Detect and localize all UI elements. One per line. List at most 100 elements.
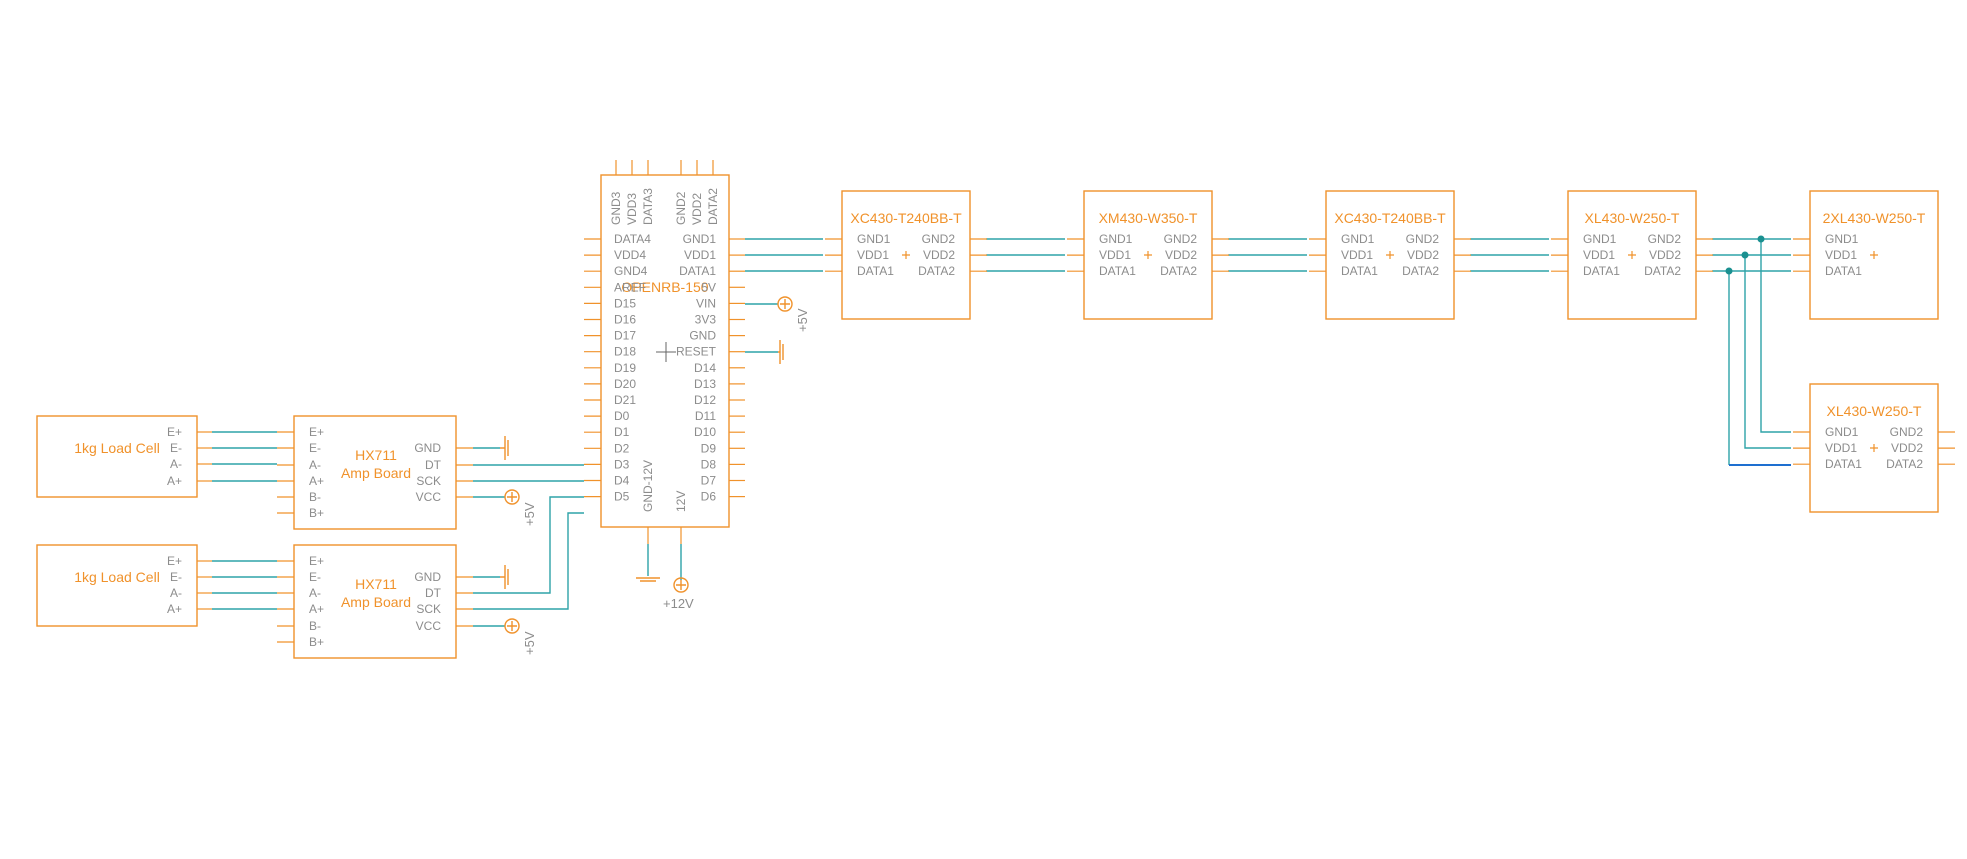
hx711-subtitle: Amp Board — [341, 465, 411, 481]
pin-label: VDD2 — [690, 193, 704, 225]
pin-label: VDD1 — [1099, 248, 1131, 262]
pin-label: DATA4 — [614, 232, 651, 246]
hx711-subtitle: Amp Board — [341, 594, 411, 610]
pin-label: D4 — [614, 474, 630, 488]
load-cell-1[interactable]: 1kg Load Cell E+ E- A- A+ — [36, 415, 212, 498]
pin-label: DT — [425, 458, 442, 472]
pin-label: E+ — [309, 425, 324, 439]
pin-label: VDD3 — [625, 193, 639, 225]
pin-label: A+ — [309, 602, 324, 616]
pin-label: DATA1 — [857, 264, 894, 278]
pin-label: GND2 — [922, 232, 956, 246]
pin-label: VCC — [416, 619, 442, 633]
pin-label: A- — [170, 586, 182, 600]
openrb-150-board[interactable]: OPENRB-150 GND3 VDD3 DATA3 GND2 VDD2 DAT… — [584, 160, 745, 544]
pin-label: SCK — [416, 602, 441, 616]
wire-hx2-dt-d4[interactable] — [473, 496, 584, 594]
pin-label: D18 — [614, 345, 636, 359]
load-cell-title: 1kg Load Cell — [74, 569, 160, 585]
pin-label: D6 — [701, 490, 717, 504]
pin-label: D12 — [694, 393, 716, 407]
pin-label: VDD4 — [614, 248, 646, 262]
pin-label: DATA2 — [1886, 457, 1923, 471]
pin-label: DATA2 — [918, 264, 955, 278]
servo-title: XC430-T240BB-T — [850, 210, 962, 226]
wire-hx2-sck-d5[interactable] — [473, 512, 584, 610]
pin-label: DATA2 — [1644, 264, 1681, 278]
pin-label: VDD2 — [1649, 248, 1681, 262]
openrb-right-pins: GND1VDD1DATA15VVIN3V3GNDRESETD14D13D12D1… — [676, 232, 745, 504]
pin-label: A+ — [309, 474, 324, 488]
pin-label: DATA2 — [1160, 264, 1197, 278]
pin-label: 3V3 — [695, 313, 717, 327]
pin-label: GND-12V — [641, 460, 655, 512]
pin-label: D19 — [614, 361, 636, 375]
pin-label: DATA3 — [641, 188, 655, 225]
servo-title: 2XL430-W250-T — [1823, 210, 1926, 226]
plus-5v-power-icon[interactable] — [504, 489, 520, 505]
pin-label: GND2 — [1648, 232, 1682, 246]
pin-label: A- — [309, 586, 321, 600]
pin-label: 5V — [701, 280, 716, 294]
pin-label: D21 — [614, 393, 636, 407]
wire-branch-gnd[interactable] — [1760, 239, 1791, 433]
pin-label: DATA1 — [1099, 264, 1136, 278]
hx711-amp-board-2[interactable]: HX711 Amp Board E+ E- A- A+ B- B+ GND DT… — [277, 544, 473, 659]
pin-label: E- — [309, 570, 321, 584]
load-cell-2[interactable]: 1kg Load Cell E+ E- A- A+ — [36, 544, 212, 627]
pin-label: VDD1 — [684, 248, 716, 262]
hx711-amp-board-1[interactable]: HX711 Amp Board E+ E- A- A+ B- B+ GND DT… — [277, 415, 473, 530]
openrb-title: OPENRB-150 — [621, 279, 708, 295]
pin-label: DATA2 — [1402, 264, 1439, 278]
pin-label: VDD2 — [1165, 248, 1197, 262]
pin-label: GND — [689, 329, 716, 343]
ground-icon[interactable] — [636, 577, 660, 582]
pin-label: GND4 — [614, 264, 648, 278]
pin-label: D3 — [614, 457, 630, 471]
pin-label: D14 — [694, 361, 716, 375]
junction-dot — [1725, 267, 1733, 275]
plus-5v-power-icon[interactable] — [777, 296, 793, 312]
plus-5v-label: +5V — [522, 631, 537, 655]
wire-branch-vdd[interactable] — [1744, 255, 1791, 449]
pin-label: B+ — [309, 635, 324, 649]
pin-label: AREF — [614, 280, 646, 294]
pin-label: 12V — [674, 491, 688, 512]
ground-icon[interactable] — [500, 436, 509, 460]
ground-icon[interactable] — [500, 565, 509, 589]
pin-label: B+ — [309, 506, 324, 520]
plus-5v-label: +5V — [522, 502, 537, 526]
pin-label: D0 — [614, 409, 630, 423]
pin-label: VIN — [696, 296, 716, 310]
pin-label: D13 — [694, 377, 716, 391]
origin-marker-icon — [1144, 251, 1152, 259]
power-symbols — [500, 296, 793, 634]
plus-5v-power-icon[interactable] — [504, 618, 520, 634]
pin-label: VDD2 — [1891, 441, 1923, 455]
plus-12v-label: +12V — [663, 596, 694, 611]
pin-label: A- — [309, 458, 321, 472]
pin-label: E+ — [167, 554, 182, 568]
pin-label: VDD1 — [1341, 248, 1373, 262]
pin-label: GND2 — [1164, 232, 1198, 246]
pin-label: DATA1 — [1341, 264, 1378, 278]
pin-label: D17 — [614, 329, 636, 343]
openrb-left-pins: DATA4VDD4GND4AREFD15D16D17D18D19D20D21D0… — [584, 232, 651, 504]
pin-label: DATA2 — [706, 188, 720, 225]
junction-dot — [1757, 235, 1765, 243]
ground-icon[interactable] — [778, 340, 784, 364]
pin-label: VCC — [416, 490, 442, 504]
origin-marker-icon — [1870, 251, 1878, 259]
pin-label: D2 — [614, 441, 630, 455]
pin-label: D8 — [701, 457, 717, 471]
load-cell-title: 1kg Load Cell — [74, 440, 160, 456]
servo-title: XC430-T240BB-T — [1334, 210, 1446, 226]
plus-12v-power-icon[interactable] — [673, 577, 689, 593]
